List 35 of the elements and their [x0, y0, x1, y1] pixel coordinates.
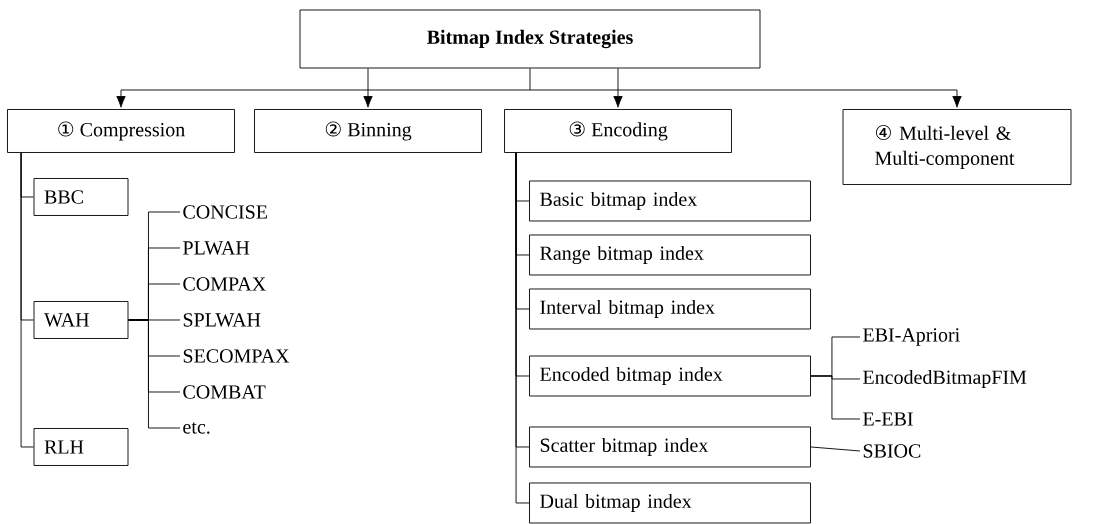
- method-label: SPLWAH: [183, 313, 261, 327]
- method-label: EncodedBitmapFIM: [863, 369, 1027, 389]
- connector-line: [810, 375, 861, 420]
- arrow: [952, 89, 962, 108]
- connector-line: [515, 152, 530, 504]
- method-label: EBI-Apriori: [863, 328, 960, 346]
- arrow: [116, 89, 126, 108]
- method-label: CONCISE: [183, 205, 267, 219]
- method-box: Scatter bitmap index: [529, 426, 811, 468]
- title-box: Bitmap Index Strategies: [299, 9, 761, 69]
- method-box: Interval bitmap index: [529, 288, 811, 330]
- arrow: [363, 68, 373, 108]
- method-box: WAH: [33, 301, 129, 339]
- category-box: ④ Multi-level & Multi-component: [842, 109, 1072, 185]
- method-box: RLH: [33, 428, 129, 466]
- method-box: BBC: [33, 178, 129, 216]
- method-box: Basic bitmap index: [529, 180, 811, 222]
- method-label: E-EBI: [863, 412, 913, 426]
- method-box: Encoded bitmap index: [529, 355, 811, 397]
- connector-line: [128, 319, 181, 429]
- connector-line: [120, 68, 958, 91]
- method-box: Range bitmap index: [529, 234, 811, 276]
- arrow: [613, 68, 623, 108]
- connector-line: [20, 152, 34, 448]
- method-label: etc.: [183, 422, 210, 434]
- method-label: COMBAT: [183, 385, 266, 399]
- connector-line: [810, 446, 861, 452]
- method-label: SBIOC: [863, 444, 921, 458]
- method-label: PLWAH: [183, 241, 250, 255]
- method-box: Dual bitmap index: [529, 482, 811, 524]
- category-box: ③ Encoding: [504, 109, 732, 153]
- method-label: COMPAX: [183, 277, 266, 291]
- method-label: SECOMPAX: [183, 349, 290, 363]
- category-box: ② Binning: [254, 109, 482, 153]
- category-box: ① Compression: [7, 109, 235, 153]
